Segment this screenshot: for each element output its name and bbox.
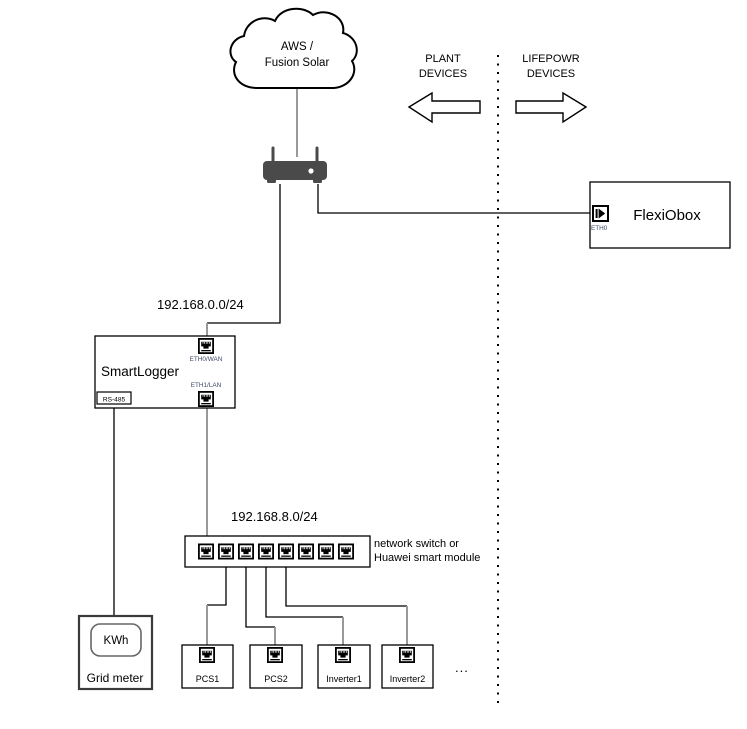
smartlogger-rs485-port-box [96,391,132,405]
smartlogger-wan-port-label: ETH0/WAN [190,356,223,363]
inverter1-label: Inverter1 [326,674,362,684]
flexiobox-box [589,181,731,249]
flexiobox-title: FlexiObox [633,207,701,224]
cloud-label-line2: Fusion Solar [265,57,330,69]
pcs1-port-icon [198,646,216,664]
device-pcs1: PCS1 [181,644,234,689]
switch-port1-icon [197,543,215,560]
switch-port8-icon [337,543,355,560]
router-body [263,161,327,180]
switch-port3-icon [237,543,255,560]
pcs1-label: PCS1 [196,674,220,684]
arrow-left-icon [407,91,481,124]
switch-port2-icon [217,543,235,560]
pcs2-label: PCS2 [264,674,288,684]
smartlogger-title: SmartLogger [101,364,180,379]
flexiobox-eth0-port-icon [592,205,609,222]
lifepowr-label-line1: LIFEPOWR [522,53,580,65]
flexiobox-node: FlexiObox ETH0 [589,181,731,249]
inverter2-port-icon [398,646,416,664]
smartlogger-node: SmartLogger ETH0/WAN ETH1/LAN RS-485 [94,335,236,409]
cloud-shape [229,7,358,89]
switch-port4-icon [257,543,275,560]
switch-port6-icon [297,543,315,560]
switch-note-line2: Huawei smart module [374,552,480,564]
grid-meter-kwh-label: KWh [104,635,129,647]
pcs2-port-icon [266,646,284,664]
cloud-node: AWS / Fusion Solar [229,7,358,89]
inverter2-label: Inverter2 [390,674,426,684]
switch-inverter1-link [265,567,343,618]
switch-inverter2-link [285,567,407,607]
router-icon [263,146,327,183]
grid-meter-label: Grid meter [87,671,144,685]
switch-note-line1: network switch or [374,538,459,550]
cloud-label-line1: AWS / [281,41,314,53]
plant-label-line2: DEVICES [419,68,467,80]
plant-zone-label: PLANT DEVICES [407,53,481,124]
smartlogger-lan-port-label: ETH1/LAN [191,382,222,389]
router-flexiobox-link [317,184,593,214]
switch-port5-icon [277,543,295,560]
switch-pcs1-link [207,567,227,606]
arrow-right-icon [515,91,588,124]
device-inverter2: Inverter2 [381,644,434,689]
subnet-wan-label: 192.168.0.0/24 [157,297,244,312]
router-smartlogger-link [207,184,281,324]
plant-label-line1: PLANT [425,53,461,65]
device-inverter1: Inverter1 [317,644,371,689]
grid-meter-node: KWh Grid meter [77,614,154,691]
inverter1-box [317,644,371,689]
switch-port7-icon [317,543,335,560]
subnet-lan-label: 192.168.8.0/24 [231,509,318,524]
lifepowr-zone-label: LIFEPOWR DEVICES [515,53,588,124]
flexiobox-eth0-port-label: ETH0 [591,225,608,232]
switch-node: network switch or Huawei smart module [184,535,480,568]
device-pcs2: PCS2 [249,644,303,689]
smartlogger-rs485-port-label: RS-485 [103,397,126,404]
switch-pcs2-link [245,567,275,628]
inverter1-port-icon [334,646,352,664]
pcs1-box [181,644,234,689]
more-devices-ellipsis: ... [455,660,469,675]
lifepowr-label-line2: DEVICES [527,68,575,80]
smartlogger-wan-port-icon [197,337,215,355]
router-led [308,168,314,174]
grid-meter-display [90,623,142,657]
smartlogger-lan-port-icon [197,390,215,408]
